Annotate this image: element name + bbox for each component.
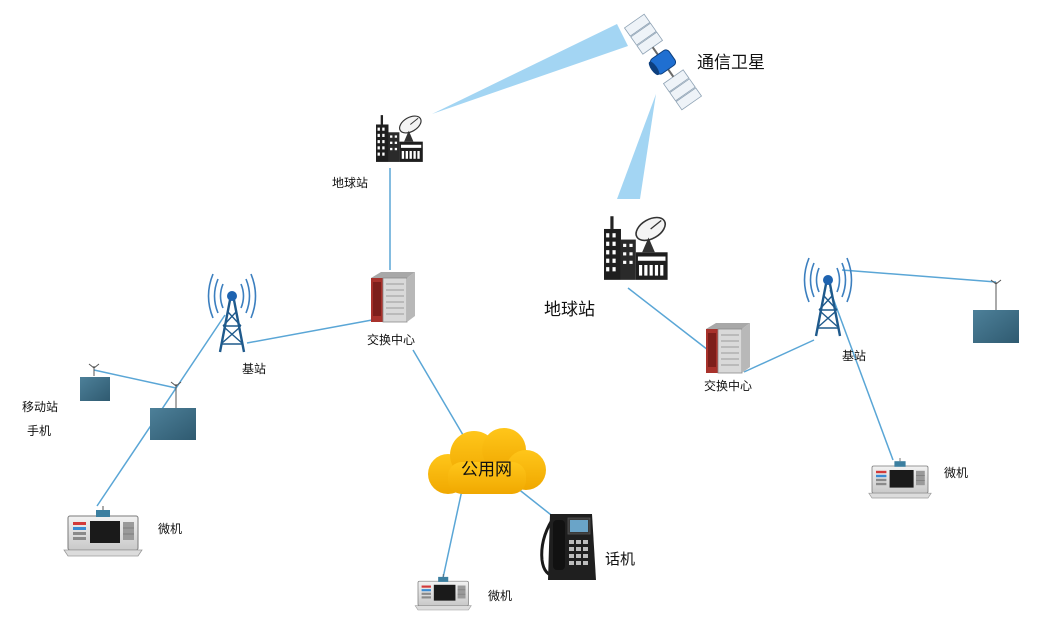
base-station-right-label: 基站	[842, 349, 867, 363]
earth-station-left-label: 地球站	[332, 176, 369, 190]
microcomputer-right-label: 微机	[944, 466, 969, 480]
mobile-device-right-icon	[973, 279, 1019, 343]
microcomputer-bottom-label: 微机	[488, 589, 513, 603]
base-station-right-icon	[803, 256, 853, 338]
microcomputer-left-label: 微机	[158, 522, 183, 536]
switch-center-right-label: 交换中心	[704, 379, 753, 393]
link-lines	[93, 168, 997, 579]
switch-center-left-label: 交换中心	[367, 333, 416, 347]
cloud-icon	[428, 428, 546, 494]
microcomputer-right-icon	[868, 457, 932, 499]
microcomputer-bottom-icon	[414, 573, 472, 611]
earth-station-right-icon	[603, 211, 670, 281]
satellite-icon	[623, 13, 703, 111]
base-station-left-label: 基站	[242, 362, 267, 376]
earth-station-left-icon	[375, 111, 425, 163]
public-network-label: 公用网	[461, 460, 512, 480]
desk-phone-icon	[540, 514, 596, 580]
base-station-left-icon	[207, 272, 257, 354]
microcomputer-left-icon	[63, 505, 143, 557]
satellite-beam-left	[432, 24, 628, 114]
switch-center-right-icon	[705, 322, 751, 374]
mobile-station-icon	[80, 363, 110, 401]
handset-label: 手机	[27, 424, 52, 438]
switch-center-left-icon	[370, 271, 416, 323]
telephone-label: 话机	[605, 550, 636, 568]
satellite-label: 通信卫星	[697, 53, 765, 73]
satellite-beam-right	[617, 94, 656, 199]
mobile-station-label: 移动站	[22, 400, 59, 414]
earth-station-right-label: 地球站	[544, 300, 595, 320]
handset-icon	[150, 381, 196, 440]
